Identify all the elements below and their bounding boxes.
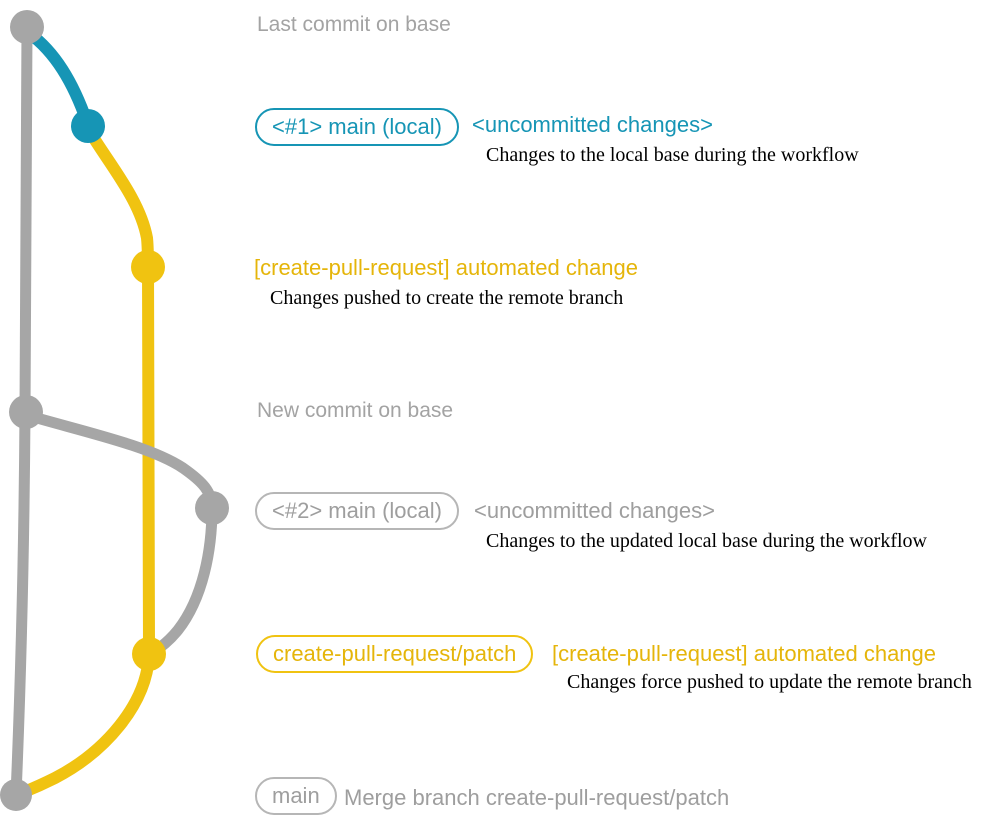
last-commit-note: Last commit on base bbox=[257, 13, 451, 36]
automated-change-2-heading: [create-pull-request] automated change bbox=[552, 641, 937, 666]
local-changes-edge-2 bbox=[24, 410, 218, 659]
branch-badge-patch-label: create-pull-request/patch bbox=[273, 641, 517, 666]
branch-badge-main-local-2: <#2> main (local) bbox=[255, 492, 459, 530]
branch-badge-main: main bbox=[255, 777, 337, 815]
commit-node-last-base bbox=[10, 10, 44, 44]
patch-branch-line bbox=[84, 126, 155, 656]
patch-merge-edge bbox=[11, 650, 155, 801]
branch-badge-main-local-1: <#1> main (local) bbox=[255, 108, 459, 146]
branch-badge-main-local-2-label: <#2> main (local) bbox=[272, 498, 442, 523]
commit-node-uncommitted-1 bbox=[71, 109, 105, 143]
commit-node-new-base bbox=[9, 395, 43, 429]
commit-node-automated-2 bbox=[132, 637, 166, 671]
automated-change-2-detail: Changes force pushed to update the remot… bbox=[567, 671, 972, 693]
branch-badge-main-label: main bbox=[272, 783, 320, 808]
local-changes-edge-1 bbox=[23, 27, 93, 128]
commit-node-merge bbox=[0, 779, 32, 811]
branch-badge-patch: create-pull-request/patch bbox=[256, 635, 534, 673]
automated-change-1-detail: Changes pushed to create the remote bran… bbox=[270, 287, 624, 309]
automated-change-1-heading: [create-pull-request] automated change bbox=[254, 255, 639, 280]
uncommitted-changes-1-heading: <uncommitted changes> bbox=[472, 112, 713, 137]
commit-node-automated-1 bbox=[131, 250, 165, 284]
merge-commit-message: Merge branch create-pull-request/patch bbox=[344, 785, 730, 810]
branch-badge-main-local-1-label: <#1> main (local) bbox=[272, 114, 442, 139]
uncommitted-changes-2-heading: <uncommitted changes> bbox=[474, 498, 715, 523]
new-commit-note: New commit on base bbox=[257, 399, 454, 422]
uncommitted-changes-1-detail: Changes to the local base during the wor… bbox=[486, 144, 859, 166]
uncommitted-changes-2-detail: Changes to the updated local base during… bbox=[486, 530, 927, 552]
commit-node-uncommitted-2 bbox=[195, 491, 229, 525]
